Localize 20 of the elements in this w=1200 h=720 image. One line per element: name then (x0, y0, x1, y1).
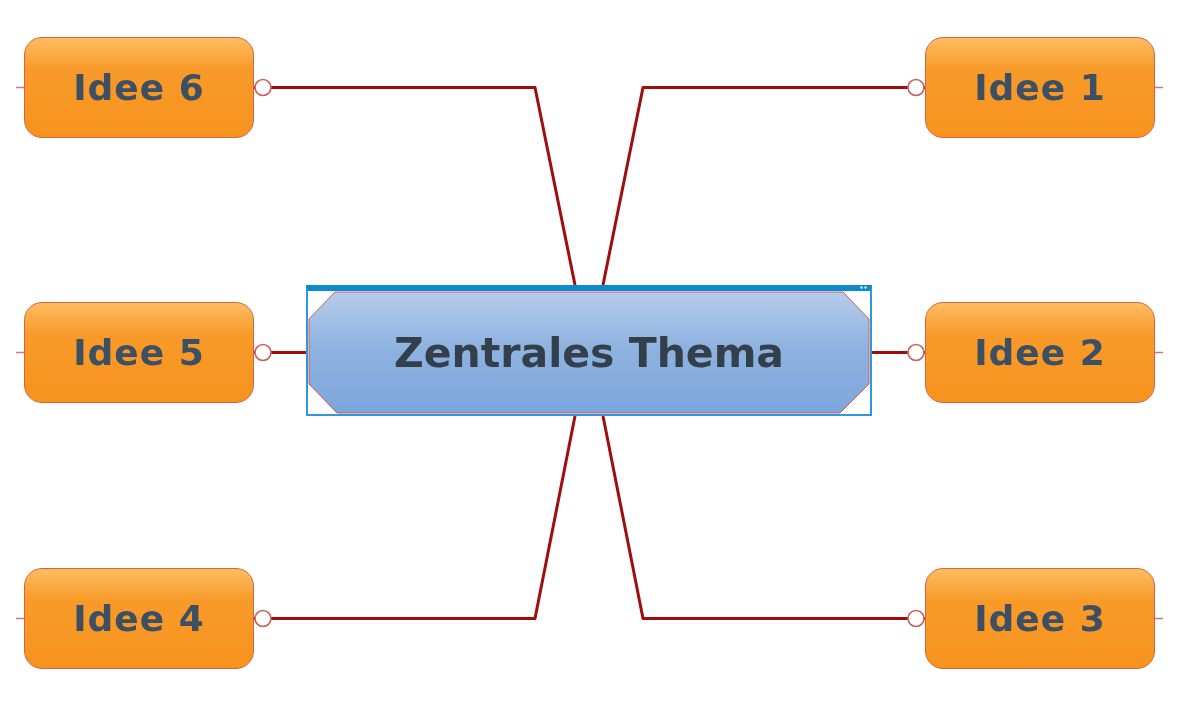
connector-line (872, 343, 925, 362)
idea-box (24, 37, 254, 138)
connector-line (254, 415, 577, 628)
idea-label: Idee 6 (73, 67, 205, 108)
topic-title: Zentrales Thema (393, 328, 785, 377)
idea-box (925, 568, 1155, 669)
idea-label: Idee 2 (974, 332, 1106, 373)
idea-box (24, 302, 254, 403)
idea-box (24, 568, 254, 669)
idea-label: Idee 4 (73, 598, 205, 639)
connector-line (601, 78, 925, 286)
idea-label: Idee 5 (73, 332, 205, 373)
idea-box (925, 37, 1155, 138)
idea-box (925, 302, 1155, 403)
idea-label: Idee 3 (974, 598, 1106, 639)
connector-line (254, 343, 306, 362)
connector-line (254, 78, 577, 286)
idea-label: Idee 1 (974, 67, 1106, 108)
connector-line (601, 415, 925, 628)
central-topic-box (306, 285, 872, 416)
